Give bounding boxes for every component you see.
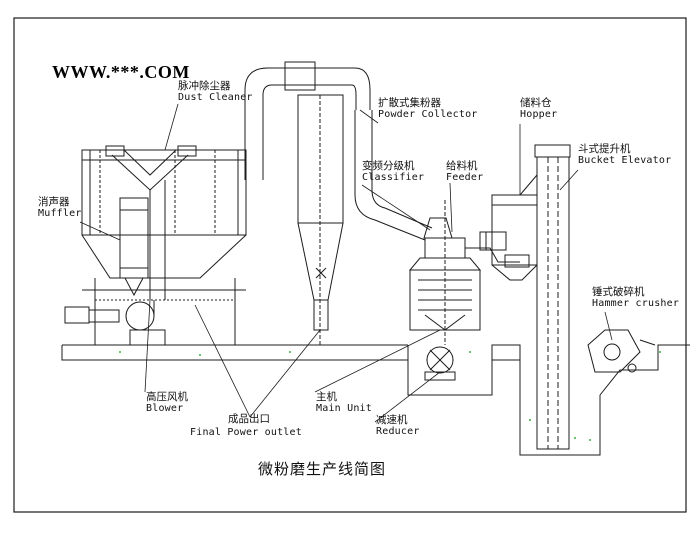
final-outlet-label: 成品出口 xyxy=(228,413,270,425)
ground-markers xyxy=(119,351,661,441)
main-unit-label: 主机 Main Unit xyxy=(316,391,372,414)
frame-border xyxy=(13,17,687,513)
hopper-unit xyxy=(491,194,538,281)
muffler-unit xyxy=(119,197,149,297)
powder-collector-label: 扩散式集粉器 Powder Collector xyxy=(378,97,478,120)
main-unit-mill xyxy=(408,200,482,345)
upper-duct xyxy=(244,61,371,180)
y-duct xyxy=(105,145,197,300)
hammer-crusher-label: 锤式破碎机 Hammer crusher xyxy=(592,286,680,309)
classifier-label: 变频分级机 Classifier xyxy=(362,160,425,183)
feeder-label: 给料机 Feeder xyxy=(446,160,484,183)
blower-unit xyxy=(64,300,166,346)
hopper-label: 储料仓 Hopper xyxy=(520,97,558,120)
diagram-title: 微粉磨生产线简图 xyxy=(258,460,387,478)
feeder-unit xyxy=(465,231,520,263)
dust-cleaner-label: 脉冲除尘器 Dust Cleaner xyxy=(178,80,253,103)
reducer-unit xyxy=(424,346,456,381)
watermark-text: WWW.***.COM xyxy=(52,62,190,82)
reducer-label: 减速机 Reducer xyxy=(376,414,420,437)
dust-cleaner-unit xyxy=(81,149,247,345)
classifier-duct xyxy=(354,110,433,241)
bucket-elevator-unit xyxy=(519,144,571,450)
hammer-crusher-unit xyxy=(587,329,656,373)
leader-lines xyxy=(79,103,613,423)
blower-label: 高压风机 Blower xyxy=(146,391,188,414)
muffler-label: 消声器 Muffler xyxy=(38,196,82,219)
ground-base xyxy=(61,345,520,361)
final-outlet-label-en: Final Power outlet xyxy=(190,427,302,438)
bucket-elevator-label: 斗式提升机 Bucket Elevator xyxy=(578,143,672,166)
powder-collector-unit xyxy=(297,94,344,345)
